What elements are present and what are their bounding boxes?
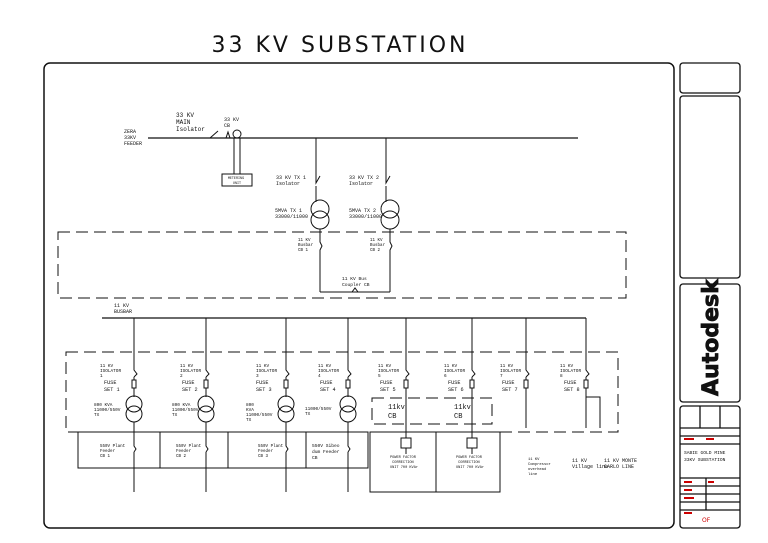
feeder-4-fuse-label: FUSE SET 4	[320, 380, 336, 393]
metering-label: METERING UNIT	[228, 177, 246, 186]
feeder-6-cb-label: 11kv CB	[454, 404, 475, 421]
11kv-busbar-label: 11 KV BUSBAR	[114, 303, 132, 315]
title-block-panel-top	[679, 62, 741, 94]
feeder-1-fuse-label: FUSE SET 1	[104, 380, 120, 393]
feeder-3-fuse-label: FUSE SET 3	[256, 380, 272, 393]
feeder-5-load-label: POWER FACTOR CORRECTION UNIT 700 KVAr	[390, 456, 418, 470]
tx1-winding	[310, 210, 330, 230]
title-block	[679, 62, 741, 529]
cb1-label: 11 KV Busbar CB 1	[298, 239, 316, 253]
title-block-panel-mid	[679, 95, 741, 279]
title-block-panel-logo	[679, 283, 741, 403]
cb-enclosure	[371, 397, 493, 425]
feeder-8-load-label: 11 KV Village line	[572, 458, 608, 470]
feeder-1-isolator-label: 11 KV ISOLATOR 1	[100, 364, 124, 379]
metering-unit	[221, 173, 253, 187]
main-isolator-label: 33 KV MAIN Isolator	[176, 112, 205, 133]
feeder-7-isolator-label: 11 KV ISOLATOR 7	[500, 364, 524, 379]
tx1-winding	[310, 199, 330, 219]
feeder-8-fuse-label: FUSE SET 8	[564, 380, 580, 393]
tx2-isolator-switch	[385, 175, 391, 185]
feeder-4-load-label: 550V Sibeo dum Feeder CB	[312, 443, 342, 461]
title-block-panel-info	[679, 405, 741, 529]
bus-coupler-label: 11 KV Bus Coupler CB	[342, 276, 370, 288]
main-isolator-switch	[204, 130, 219, 139]
tx2-rating-label: 5MVA TX 2 33000/11000	[349, 208, 382, 220]
feeder-5-isolator-label: 11 KV ISOLATOR 5	[378, 364, 402, 379]
feeder-2-load-label: 550V Plant Feeder CB 2	[176, 444, 204, 459]
incoming-section	[148, 129, 578, 187]
feeder-6-isolator-label: 11 KV ISOLATOR 6	[444, 364, 468, 379]
switchgear-enclosure	[57, 231, 627, 433]
title-block-sheet: OF	[702, 517, 711, 524]
feeder-2-fuse-label: FUSE SET 2	[182, 380, 198, 393]
title-block-red-marks	[684, 438, 714, 514]
bus-coupler-cb	[351, 287, 359, 293]
cb2-symbol	[389, 238, 393, 292]
feeder-label: ZERA 33KV FEEDER	[124, 129, 142, 147]
feeder-5-cb-label: 11kv CB	[388, 404, 409, 421]
monte-carlo-label: 11 KV MONTE CARLO LINE	[604, 458, 640, 470]
tx1-isolator-label: 33 KV TX 1 Isolator	[276, 175, 309, 187]
feeder-7-load-label: 11 KV Compressor overhead line	[528, 458, 553, 477]
feeder-5-fuse-label: FUSE SET 5	[380, 380, 396, 393]
autodesk-logo: Autodesk	[699, 278, 724, 396]
33kv-cb-symbol	[222, 130, 234, 139]
feeder-6-load-label: POWER FACTOR CORRECTION UNIT 700 KVAr	[456, 456, 484, 470]
feeder-7-fuse-label: FUSE SET 7	[502, 380, 518, 393]
feeder-6-fuse-label: FUSE SET 6	[448, 380, 464, 393]
feeder-3-load-label: 550V Plant Feeder CB 3	[258, 444, 286, 459]
busbar-cb-enclosure	[57, 231, 627, 299]
feeder-8-isolator-label: 11 KV ISOLATOR 8	[560, 364, 584, 379]
title-block-project: SABIE GOLD MINE 33KV SUBSTATION	[684, 450, 728, 463]
feeder-3-tx-label: 800 KVA 11000/550V TX	[246, 403, 275, 423]
tx2-isolator-label: 33 KV TX 2 Isolator	[349, 175, 382, 187]
feeder-1-tx-label: 800 KVA 11000/550V TX	[94, 403, 123, 418]
33kv-cb-label: 33 KV CB	[224, 117, 242, 129]
feeder-2-isolator-label: 11 KV ISOLATOR 2	[180, 364, 204, 379]
diagram-title: 33 KV SUBSTATION	[212, 33, 469, 58]
tx2-winding	[380, 210, 400, 230]
tx1-isolator-switch	[315, 175, 321, 185]
tx2-winding	[380, 199, 400, 219]
cb1-symbol	[319, 238, 323, 292]
feeder-3-isolator-label: 11 KV ISOLATOR 3	[256, 364, 280, 379]
cb2-label: 11 KV Busbar CB 2	[370, 239, 388, 253]
feeder-1-load-label: 550V Plant Feeder CB 1	[100, 444, 128, 459]
feeder-4-tx-label: 11000/550V TX	[305, 407, 334, 417]
feeder-lines	[77, 318, 601, 493]
tx1-rating-label: 5MVA TX 1 33000/11000	[275, 208, 308, 220]
ct-symbol	[232, 129, 242, 139]
main-transformers	[310, 138, 400, 293]
sheet-border	[43, 62, 675, 529]
feeder-2-tx-label: 800 KVA 11000/550V TX	[172, 403, 201, 418]
feeder-4-isolator-label: 11 KV ISOLATOR 4	[318, 364, 342, 379]
